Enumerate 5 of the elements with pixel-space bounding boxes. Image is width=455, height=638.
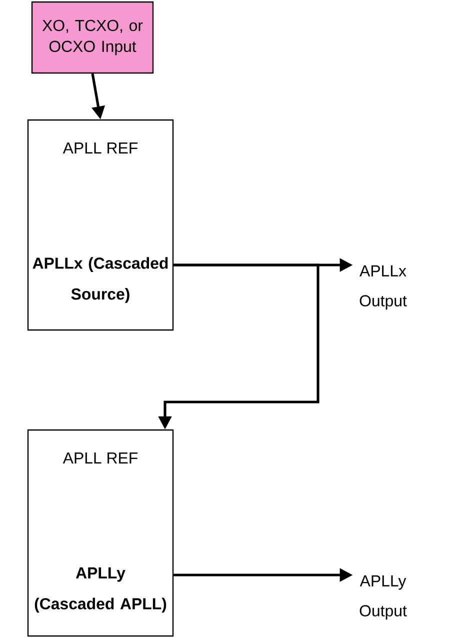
apll-box: APLL REF APLLx (Cascaded Source) — [27, 119, 174, 331]
output-label: APLLx Output — [360, 265, 407, 310]
source-box: XO, TCXO, or OCXO Input — [31, 1, 154, 74]
output-label: APLLy Output — [360, 575, 407, 620]
apll-box: APLL REF APLLy (Cascaded APLL) — [27, 429, 174, 637]
